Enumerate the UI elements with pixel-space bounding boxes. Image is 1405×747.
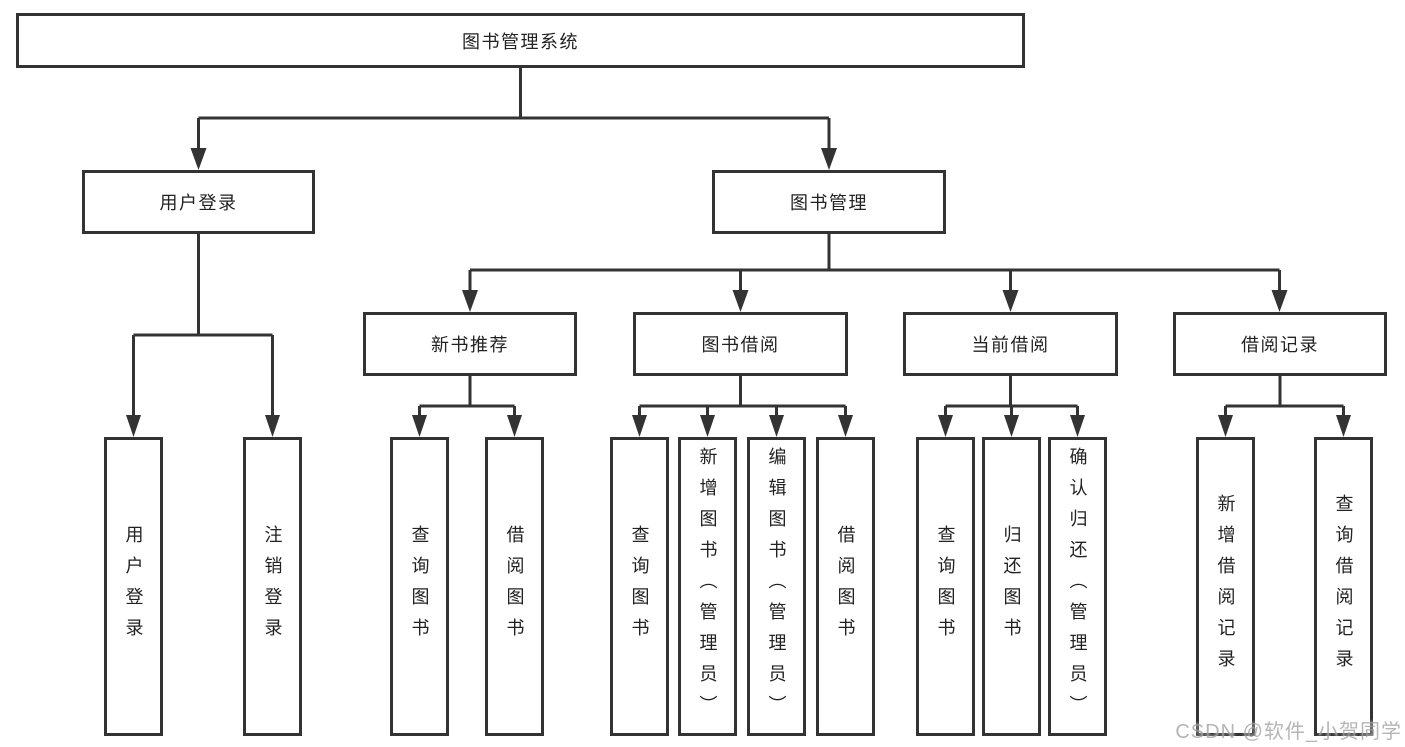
connector-book-management-to-level3: [462, 234, 1288, 312]
connector-path: [1224, 376, 1345, 421]
leaf-query-books-1: 查询图书: [390, 437, 449, 736]
connector-path: [944, 376, 1079, 421]
connector-user-login-to-leaves: [126, 234, 280, 437]
node-label: 查询图书: [409, 524, 430, 649]
node-label: 新书推荐: [431, 335, 509, 355]
arrowhead: [190, 148, 207, 170]
arrowhead: [838, 415, 853, 437]
connector-book-borrowing-to-leaves: [632, 376, 853, 437]
node-book-borrowing: 图书借阅: [633, 312, 848, 376]
node-user-login: 用户登录: [82, 170, 315, 234]
connector-path: [418, 376, 516, 421]
leaf-query-books-2: 查询图书: [610, 437, 669, 736]
leaf-logout: 注销登录: [243, 437, 302, 736]
leaf-borrow-books-1: 借阅图书: [485, 437, 544, 736]
node-label: 图书管理: [790, 193, 868, 213]
connector-borrow-records-to-leaves: [1218, 376, 1351, 437]
node-label: 新增图书（管理员）: [697, 447, 718, 726]
node-label: 查询图书: [935, 524, 956, 649]
node-label: 借阅图书: [835, 524, 856, 649]
connector-root-to-level2: [190, 68, 837, 170]
leaf-query-books-3: 查询图书: [916, 437, 975, 736]
leaf-borrow-books-2: 借阅图书: [816, 437, 875, 736]
arrowhead: [126, 415, 141, 437]
leaf-add-books-admin: 新增图书（管理员）: [678, 437, 737, 736]
node-label: 借阅图书: [504, 524, 525, 649]
node-label: 图书借阅: [701, 335, 780, 355]
node-current-borrowing: 当前借阅: [903, 312, 1118, 376]
node-label: 新增借阅记录: [1215, 493, 1236, 680]
connector-path: [638, 376, 847, 421]
arrowhead: [732, 290, 749, 312]
connector-path: [468, 234, 1281, 294]
leaf-user-login: 用户登录: [104, 437, 163, 736]
node-label: 注销登录: [262, 524, 283, 649]
node-label: 查询借阅记录: [1333, 493, 1354, 680]
arrowhead: [1271, 290, 1288, 312]
csdn-watermark: CSDN @软件_小贺同学: [1175, 721, 1402, 743]
arrowhead: [700, 415, 715, 437]
leaf-confirm-return-admin: 确认归还（管理员）: [1048, 437, 1107, 736]
arrowhead: [1218, 415, 1233, 437]
node-label: 当前借阅: [971, 335, 1050, 355]
connector-current-borrowing-to-leaves: [938, 376, 1085, 437]
node-label: 用户登录: [123, 524, 144, 649]
connector-path: [132, 234, 274, 421]
node-label: 用户登录: [159, 193, 238, 213]
node-new-book-recommendation: 新书推荐: [363, 312, 577, 376]
connector-path: [197, 68, 831, 152]
connector-new-book-to-leaves: [412, 376, 522, 437]
arrowhead: [412, 415, 427, 437]
node-book-management: 图书管理: [712, 170, 946, 234]
arrowhead: [938, 415, 953, 437]
node-borrowing-records: 借阅记录: [1173, 312, 1387, 376]
leaf-edit-books-admin: 编辑图书（管理员）: [747, 437, 806, 736]
node-label: 图书管理系统: [462, 31, 579, 52]
arrowhead: [1336, 415, 1351, 437]
node-label: 编辑图书（管理员）: [766, 447, 787, 726]
arrowhead: [462, 290, 478, 312]
leaf-return-books: 归还图书: [982, 437, 1041, 736]
arrowhead: [507, 415, 522, 437]
arrowhead: [1002, 290, 1019, 312]
arrowhead: [1070, 415, 1085, 437]
node-library-management-system: 图书管理系统: [16, 13, 1025, 68]
node-label: 查询图书: [629, 524, 650, 649]
node-label: 借阅记录: [1241, 335, 1319, 355]
leaf-query-borrow-record: 查询借阅记录: [1314, 437, 1373, 736]
node-label: 确认归还（管理员）: [1067, 447, 1088, 726]
leaf-add-borrow-record: 新增借阅记录: [1196, 437, 1255, 736]
arrowhead: [265, 415, 280, 437]
arrowhead: [769, 415, 784, 437]
arrowhead: [1004, 415, 1019, 437]
node-label: 归还图书: [1001, 524, 1022, 649]
arrowhead: [821, 148, 837, 170]
arrowhead: [632, 415, 647, 437]
